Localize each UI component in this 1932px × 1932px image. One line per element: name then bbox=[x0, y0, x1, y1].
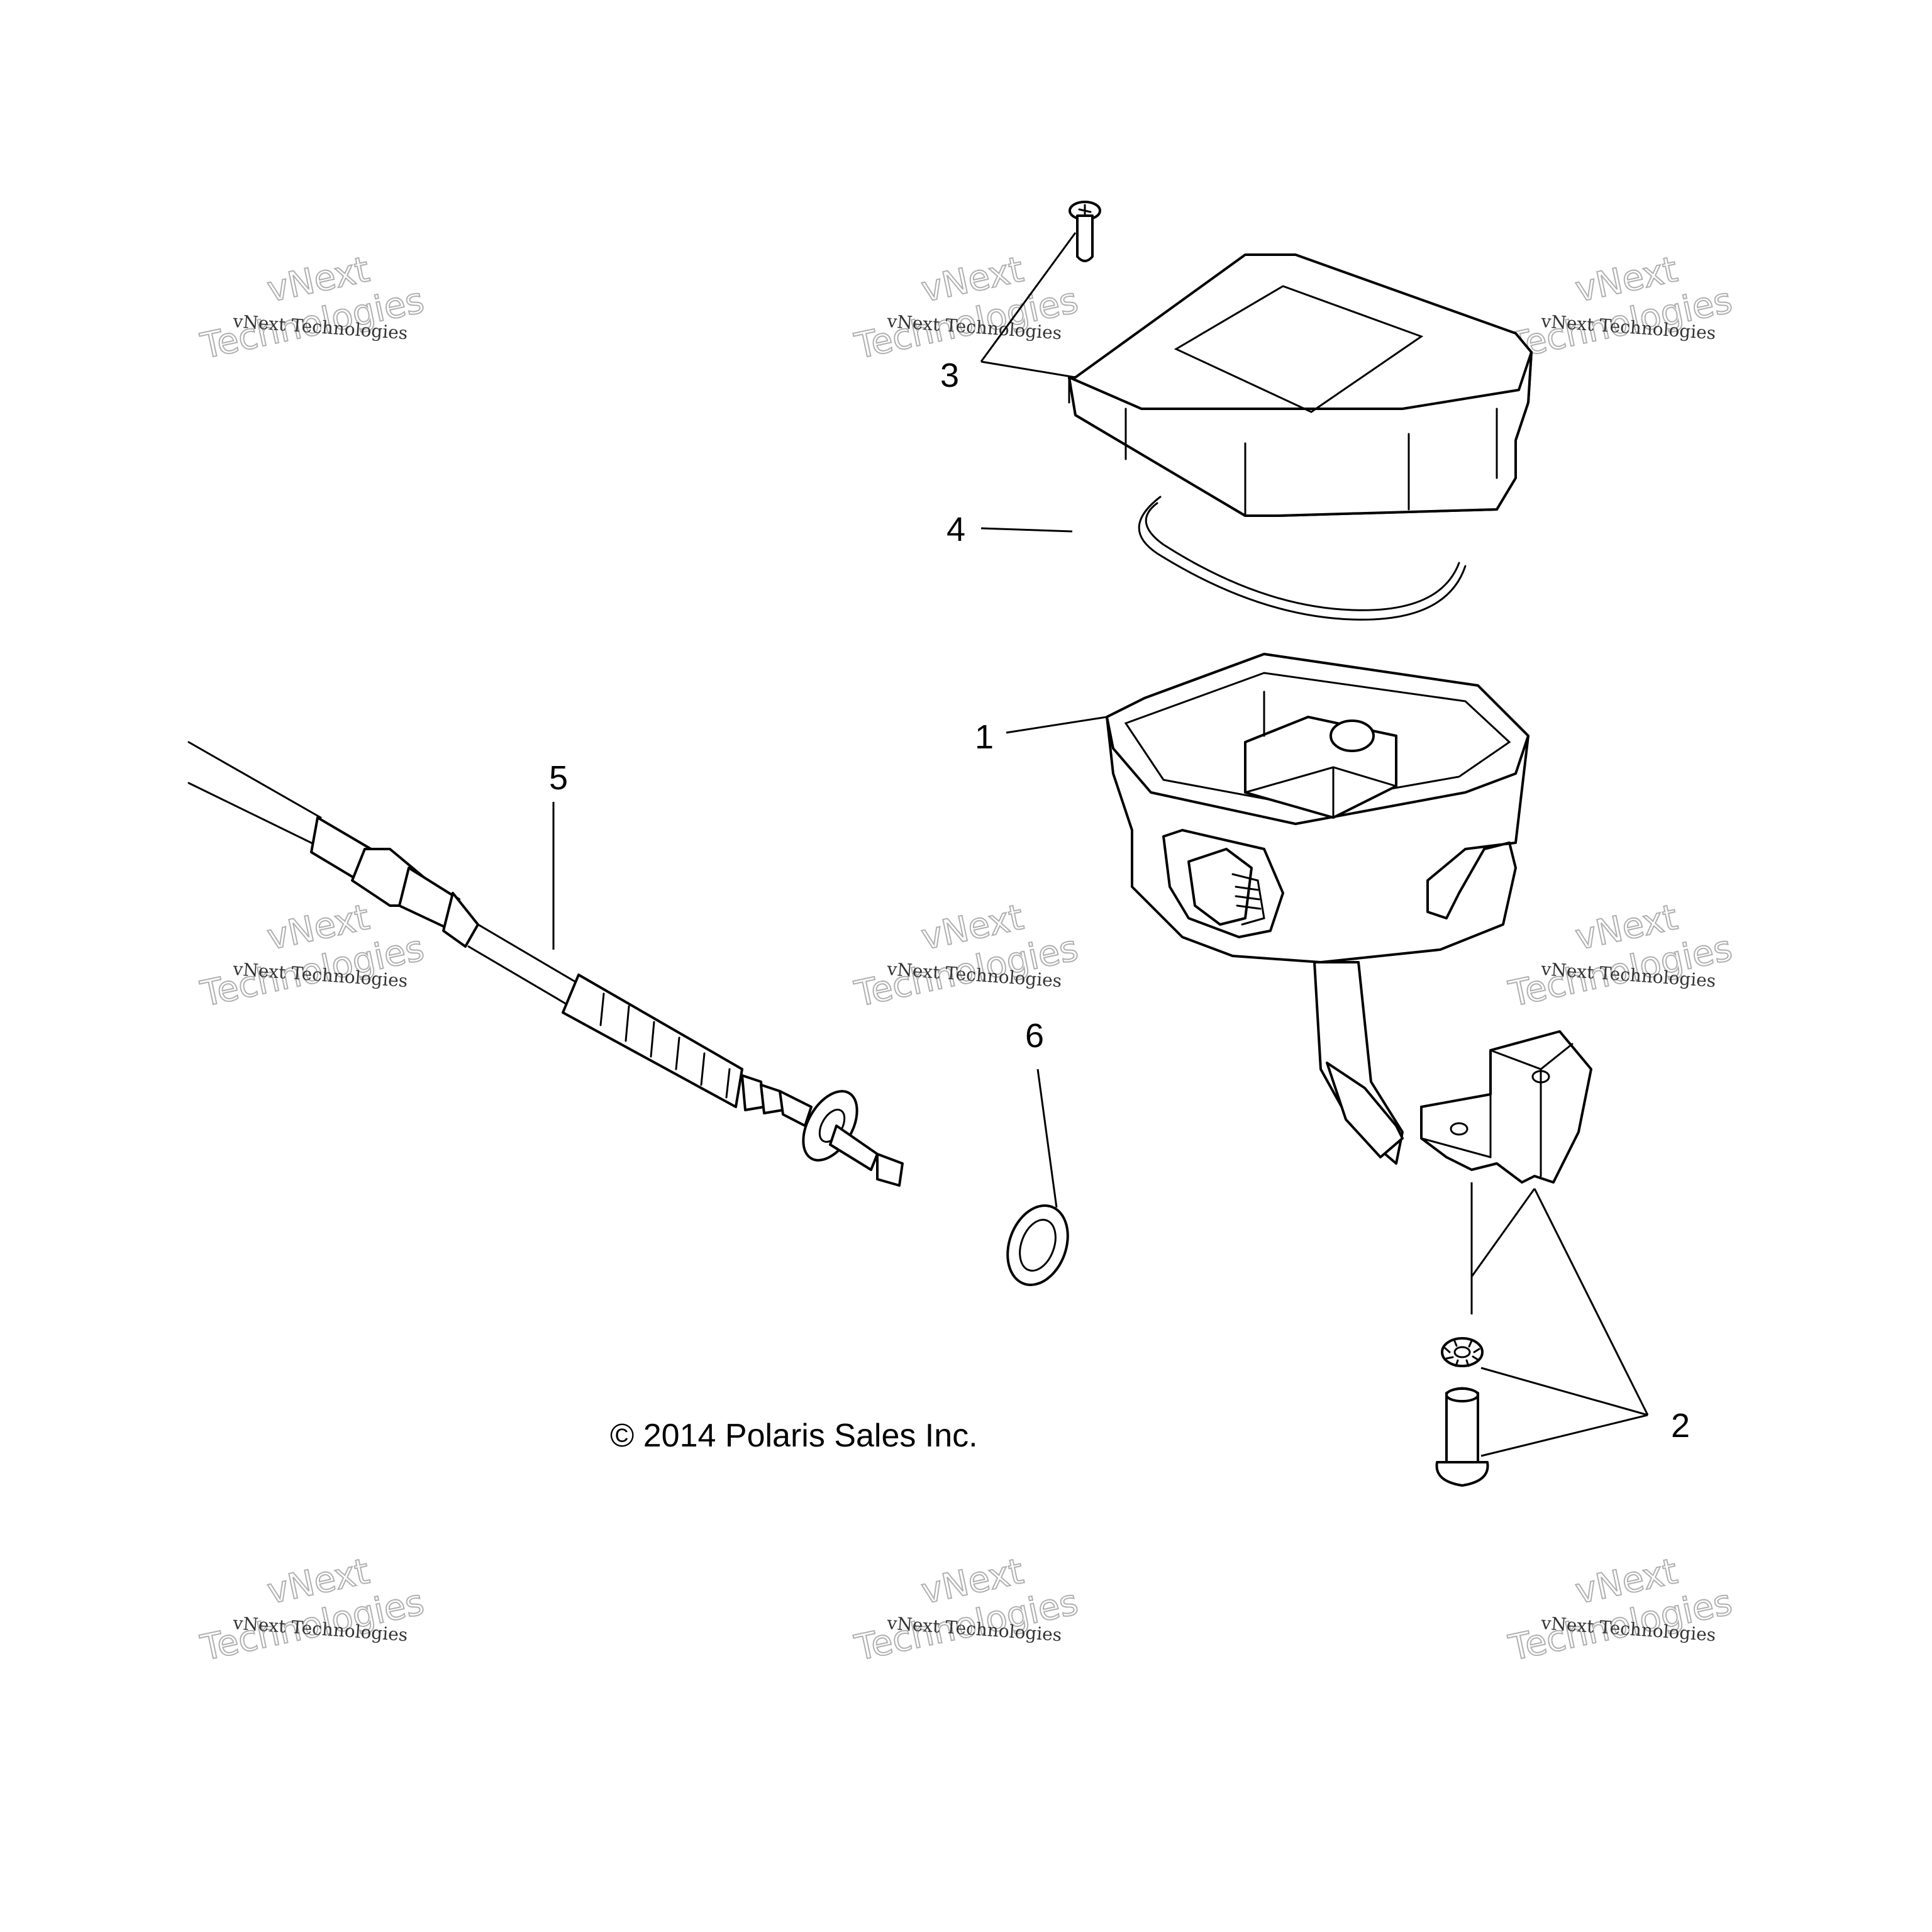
leader-lines bbox=[552, 232, 1649, 1457]
part-3-cover bbox=[1068, 253, 1533, 517]
part-4-gasket bbox=[1138, 496, 1467, 621]
callout-5: 5 bbox=[549, 759, 568, 797]
callout-6: 6 bbox=[1025, 1017, 1044, 1055]
part-2-clamp bbox=[1420, 1030, 1592, 1184]
part-6-washer bbox=[1006, 1204, 1069, 1286]
part-2-screw bbox=[1435, 1387, 1489, 1487]
part-5-cable bbox=[187, 741, 904, 1187]
part-2-lock-washer bbox=[1441, 1337, 1484, 1367]
callout-3: 3 bbox=[940, 357, 959, 394]
copyright-notice: © 2014 Polaris Sales Inc. bbox=[610, 1418, 978, 1454]
callout-4: 4 bbox=[947, 511, 965, 548]
callout-2: 2 bbox=[1671, 1407, 1690, 1445]
callout-1: 1 bbox=[975, 718, 994, 756]
part-1-housing bbox=[1106, 653, 1530, 1165]
part-3-screw bbox=[1069, 201, 1101, 262]
